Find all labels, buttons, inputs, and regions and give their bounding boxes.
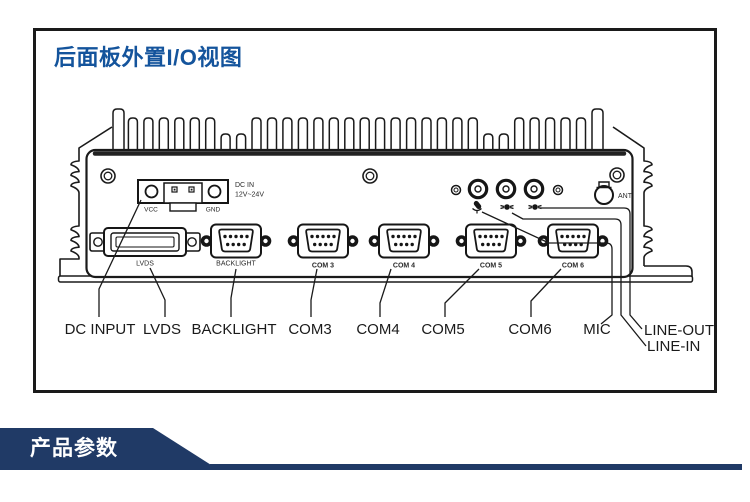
line-out-icon: [528, 204, 542, 210]
com5-connector: [456, 225, 527, 258]
dc-in-terminal: VCC GND DC IN 12V~24V: [137, 179, 264, 214]
dc-in-voltage-label: 12V~24V: [235, 192, 264, 199]
audio-jacks: [450, 178, 564, 200]
com3-connector: [288, 225, 359, 258]
dc-in-vcc-label: VCC: [144, 207, 158, 214]
screw-hole-right: [609, 167, 625, 183]
ant-panel-label: ANT: [618, 193, 633, 200]
leader-line-out: [540, 207, 643, 330]
chassis-right-foot: [644, 265, 693, 277]
leader-backlight: [230, 268, 237, 317]
chassis-left-wall: [59, 126, 113, 277]
page-title: 后面板外置I/O视图: [54, 45, 243, 70]
backlight-connector: [201, 225, 272, 258]
chassis-right-wall: [612, 126, 653, 266]
callout-com6: COM6: [508, 321, 551, 338]
leader-com4: [379, 268, 392, 317]
screw-hole-left: [100, 168, 116, 184]
com5-panel-label: COM 5: [480, 263, 502, 270]
callout-line-out: LINE-OUT: [644, 322, 714, 339]
leader-mic: [481, 211, 613, 325]
section-banner-rule: [210, 464, 742, 470]
callout-com4: COM4: [356, 321, 399, 338]
leader-lvds: [149, 267, 166, 317]
ant-connector: [594, 181, 614, 205]
dc-in-name-label: DC IN: [235, 182, 254, 189]
leader-line-in: [511, 212, 647, 347]
callout-mic: MIC: [583, 321, 611, 338]
screw-hole-center: [362, 168, 378, 184]
mic-icon: [472, 200, 482, 214]
com6-connector: [538, 225, 609, 258]
callout-line-in: LINE-IN: [647, 338, 700, 355]
line-in-icon: [500, 204, 514, 210]
callout-lvds: LVDS: [143, 321, 181, 338]
callout-com3: COM3: [288, 321, 331, 338]
callout-com5: COM5: [421, 321, 464, 338]
leader-com3: [310, 268, 318, 317]
leader-dc-input: [98, 199, 142, 317]
com4-panel-label: COM 4: [393, 263, 415, 270]
callout-backlight: BACKLIGHT: [191, 321, 276, 338]
com6-panel-label: COM 6: [562, 263, 584, 270]
section-banner-label: 产品参数: [30, 437, 118, 460]
leader-com5: [444, 268, 480, 317]
com3-panel-label: COM 3: [312, 263, 334, 270]
lvds-panel-label: LVDS: [136, 261, 154, 268]
heatsink-fins: [112, 108, 604, 151]
callout-dc-input: DC INPUT: [65, 321, 136, 338]
dc-in-gnd-label: GND: [206, 207, 221, 214]
leader-com6: [530, 268, 562, 317]
lvds-connector: [89, 227, 201, 257]
backlight-panel-label: BACKLIGHT: [216, 261, 256, 268]
com4-connector: [369, 225, 440, 258]
leader-lines: [98, 199, 647, 347]
